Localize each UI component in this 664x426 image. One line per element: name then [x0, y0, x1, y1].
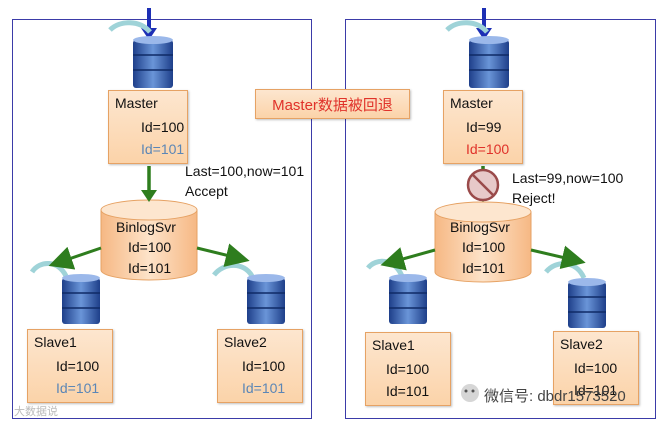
master-title-right: Master — [450, 95, 493, 111]
rollback-banner: Master数据被回退 — [255, 89, 410, 119]
arrow-binlog-to-slave1-left — [48, 246, 102, 270]
watermark-wechat-id: 微信号: dbdr1573520 — [484, 388, 626, 405]
slave2-line2-right: Id=101 — [574, 382, 618, 398]
slave1-title-left: Slave1 — [34, 334, 77, 350]
server-icon-slave2-right — [544, 261, 606, 328]
master-box-right: Master Id=99 Id=100 — [443, 90, 523, 164]
binlog-line2-left: Id=101 — [128, 260, 172, 276]
server-icon-slave2-left — [212, 262, 285, 324]
slave2-title-right: Slave2 — [560, 336, 603, 352]
master-line1-right: Id=99 — [466, 119, 502, 135]
note-line2-left: Accept — [185, 183, 228, 199]
slave1-box-left: Slave1 Id=100 Id=101 — [27, 329, 113, 403]
slave1-line2-right: Id=101 — [386, 383, 430, 399]
arrow-binlog-to-slave2-left — [196, 243, 250, 267]
master-line2-left: Id=101 — [141, 141, 185, 157]
binlog-line1-right: Id=100 — [462, 239, 506, 255]
binlog-cylinder-left — [100, 199, 198, 281]
master-box-left: Master Id=100 Id=101 — [108, 90, 188, 164]
input-arrow-left — [141, 8, 157, 40]
arrow-binlog-to-slave1-right — [380, 247, 436, 271]
master-line2-right: Id=100 — [466, 141, 510, 157]
binlog-title-right: BinlogSvr — [450, 219, 510, 235]
watermark-left: 大数据说 — [14, 406, 58, 418]
slave1-box-right: Slave1 Id=100 Id=101 — [365, 332, 451, 406]
note-line2-right: Reject! — [512, 190, 556, 206]
arrow-master-to-binlog-left — [141, 166, 157, 202]
server-icon-master-left — [108, 20, 173, 88]
slave2-box-right: Slave2 Id=100 Id=101 — [553, 331, 639, 405]
slave2-line1-left: Id=100 — [242, 358, 286, 374]
slave1-line1-right: Id=100 — [386, 361, 430, 377]
server-icon-slave1-right — [366, 258, 427, 324]
slave2-line1-right: Id=100 — [574, 360, 618, 376]
rollback-banner-text: Master数据被回退 — [272, 96, 393, 114]
master-line1-left: Id=100 — [141, 119, 185, 135]
note-line1-left: Last=100,now=101 — [185, 163, 305, 179]
wechat-icon — [461, 384, 479, 402]
slave2-title-left: Slave2 — [224, 334, 267, 350]
master-title-left: Master — [115, 95, 158, 111]
arrow-binlog-to-slave2-right — [530, 245, 586, 269]
slave2-box-left: Slave2 Id=100 Id=101 — [217, 329, 303, 403]
server-icon-master-right — [445, 20, 509, 88]
note-line1-right: Last=99,now=100 — [512, 170, 624, 186]
binlog-line2-right: Id=101 — [462, 260, 506, 276]
binlog-line1-left: Id=100 — [128, 239, 172, 255]
slave1-line2-left: Id=101 — [56, 380, 100, 396]
slave1-title-right: Slave1 — [372, 337, 415, 353]
reject-icon — [466, 168, 500, 202]
binlog-title-left: BinlogSvr — [116, 219, 176, 235]
slave2-line2-left: Id=101 — [242, 380, 286, 396]
server-icon-slave1-left — [29, 261, 100, 324]
slave1-line1-left: Id=100 — [56, 358, 100, 374]
